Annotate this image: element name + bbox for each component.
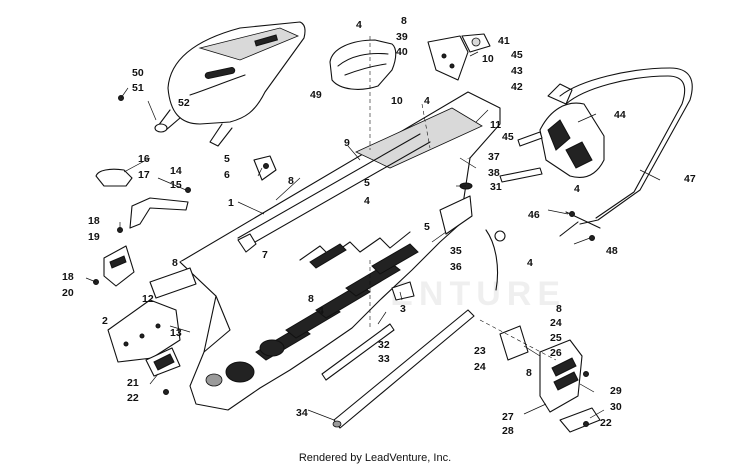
callout-6: 6 bbox=[224, 169, 230, 181]
callout-31: 31 bbox=[490, 181, 502, 193]
callout-8: 8 bbox=[308, 293, 314, 305]
plate-3 bbox=[391, 281, 415, 301]
callout-24: 24 bbox=[474, 361, 486, 373]
callout-50: 50 bbox=[132, 67, 144, 79]
callout-5: 5 bbox=[424, 221, 430, 233]
chassis-tunnel bbox=[179, 91, 501, 411]
callout-14: 14 bbox=[170, 165, 182, 177]
footer-credit: Rendered by LeadVenture, Inc. bbox=[298, 452, 452, 464]
taillight-assembly bbox=[539, 83, 605, 178]
callout-15: 15 bbox=[170, 179, 182, 191]
callout-46: 46 bbox=[528, 209, 540, 221]
callout-44: 44 bbox=[614, 109, 626, 121]
callout-26: 26 bbox=[550, 347, 562, 359]
leader-lines bbox=[85, 51, 661, 421]
callout-13: 13 bbox=[170, 327, 182, 339]
hitch-bracket bbox=[253, 155, 277, 181]
callout-8: 8 bbox=[556, 303, 562, 315]
callout-11: 11 bbox=[490, 119, 501, 131]
guide-lines bbox=[369, 36, 557, 361]
callout-29: 29 bbox=[610, 385, 622, 397]
callout-2: 2 bbox=[102, 315, 108, 327]
callout-22: 22 bbox=[600, 417, 612, 429]
callout-45: 45 bbox=[511, 49, 523, 61]
callout-39: 39 bbox=[396, 31, 408, 43]
callout-10: 10 bbox=[482, 53, 494, 65]
callout-8: 8 bbox=[401, 15, 407, 27]
callout-labels: 1 2 3 4 4 4 4 4 4 5 5 5 6 7 8 8 8 8 8 8 … bbox=[62, 15, 696, 437]
callout-47: 47 bbox=[684, 173, 696, 185]
callout-8: 8 bbox=[172, 257, 178, 269]
running-board-parts bbox=[499, 325, 601, 433]
callout-51: 51 bbox=[132, 82, 144, 94]
flap-strap bbox=[499, 131, 543, 183]
callout-5: 5 bbox=[364, 177, 370, 189]
callout-45: 45 bbox=[502, 131, 514, 143]
callout-22: 22 bbox=[127, 392, 139, 404]
callout-19: 19 bbox=[88, 231, 100, 243]
callout-32: 32 bbox=[378, 339, 390, 351]
callout-3: 3 bbox=[400, 303, 406, 315]
rear-fasteners bbox=[565, 211, 601, 241]
callout-34: 34 bbox=[296, 407, 308, 419]
front-bracket bbox=[107, 267, 197, 363]
callout-35: 35 bbox=[450, 245, 462, 257]
callout-18: 18 bbox=[62, 271, 74, 283]
callout-30: 30 bbox=[610, 401, 622, 413]
callout-42: 42 bbox=[511, 81, 523, 93]
callout-33: 33 bbox=[378, 353, 390, 365]
callout-10: 10 bbox=[391, 95, 403, 107]
callout-4: 4 bbox=[574, 183, 580, 195]
front-mounts bbox=[93, 168, 191, 287]
callout-25: 25 bbox=[550, 332, 562, 344]
callout-38: 38 bbox=[488, 167, 500, 179]
callout-17: 17 bbox=[138, 169, 150, 181]
callout-48: 48 bbox=[606, 245, 618, 257]
callout-49: 49 bbox=[310, 89, 322, 101]
callout-8: 8 bbox=[526, 367, 532, 379]
callout-52: 52 bbox=[178, 97, 190, 109]
rear-bracket bbox=[427, 33, 491, 81]
callout-28: 28 bbox=[502, 425, 514, 437]
callout-9: 9 bbox=[344, 137, 350, 149]
callout-12: 12 bbox=[142, 293, 154, 305]
callout-5: 5 bbox=[224, 153, 230, 165]
callout-4: 4 bbox=[318, 305, 324, 317]
callout-18: 18 bbox=[88, 215, 100, 227]
callout-20: 20 bbox=[62, 287, 74, 299]
callout-23: 23 bbox=[474, 345, 486, 357]
callout-4: 4 bbox=[527, 257, 533, 269]
front-foot-plate bbox=[145, 347, 181, 395]
callout-7: 7 bbox=[262, 249, 268, 261]
callout-1: 1 bbox=[228, 197, 234, 209]
rails bbox=[321, 309, 475, 429]
callout-36: 36 bbox=[450, 261, 462, 273]
callout-16: 16 bbox=[138, 153, 150, 165]
seat-fasteners bbox=[118, 87, 168, 133]
callout-37: 37 bbox=[488, 151, 500, 163]
callout-21: 21 bbox=[127, 377, 139, 389]
callout-43: 43 bbox=[511, 65, 523, 77]
callout-24: 24 bbox=[550, 317, 562, 329]
seat bbox=[157, 21, 306, 147]
callout-4: 4 bbox=[424, 95, 430, 107]
callout-27: 27 bbox=[502, 411, 514, 423]
storage-bag bbox=[329, 39, 397, 90]
callout-4: 4 bbox=[364, 195, 370, 207]
callout-4: 4 bbox=[356, 19, 362, 31]
callout-40: 40 bbox=[396, 46, 408, 58]
plate-7 bbox=[237, 233, 257, 253]
rear-bumper bbox=[559, 67, 693, 237]
right-hinge bbox=[439, 195, 506, 291]
callout-41: 41 bbox=[498, 35, 510, 47]
callout-8: 8 bbox=[288, 175, 294, 187]
